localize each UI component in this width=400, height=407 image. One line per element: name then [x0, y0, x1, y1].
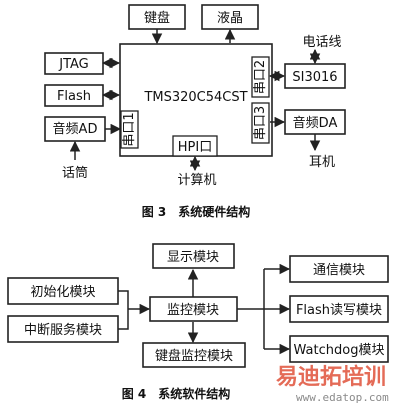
flash-rw-module: [289, 295, 389, 323]
dsp-label: TMS320C54CST: [143, 90, 247, 105]
watermark-logo: 易迪拓培训: [276, 364, 386, 390]
software-diagram: 显示模块 初始化模块 中断服务模块 监控模块 键盘监控模块 通信模块 Flash…: [7, 243, 389, 401]
display-module: [152, 243, 235, 269]
comm-module: [289, 255, 389, 283]
watermark: 易迪拓培训 www.edatop.com: [276, 364, 389, 404]
interrupt-module: [7, 315, 119, 343]
earphone-label: 耳机: [309, 155, 335, 170]
monitor-module: [149, 296, 238, 322]
flash-rw-label: Flash读写模块: [296, 303, 382, 318]
kbd-monitor-module: [142, 342, 246, 368]
lcd-label: 液晶: [217, 11, 243, 26]
keyboard-label: 键盘: [144, 10, 170, 26]
jtag-label: JTAG: [58, 57, 89, 72]
serial2-label: 串口2: [253, 60, 268, 94]
computer-label: 计算机: [177, 173, 216, 188]
flash-label: Flash: [57, 89, 91, 104]
figure4-caption: 图 4 系统软件结构: [122, 386, 231, 401]
hpi-label: HPI口: [178, 140, 212, 155]
serial3-port: [251, 102, 270, 144]
hardware-diagram: TMS320C54CST 键盘 液晶 JTAG Flash 串口1 音频AD 话…: [44, 4, 346, 219]
serial3-label: 串口3: [253, 106, 268, 140]
comm-label: 通信模块: [313, 263, 365, 278]
left-join-line: [118, 290, 129, 330]
audio-da-label: 音频DA: [293, 115, 338, 131]
si3016-label: SI3016: [292, 70, 337, 85]
phone-line-label: 电话线: [302, 35, 341, 50]
si3016-block: [284, 63, 346, 89]
watchdog-module: [289, 335, 389, 363]
interrupt-label: 中断服务模块: [24, 322, 102, 338]
watermark-url: www.edatop.com: [296, 391, 389, 404]
audio-ad-label: 音频AD: [53, 121, 98, 137]
serial1-label: 串口1: [122, 112, 137, 146]
watchdog-label: Watchdog模块: [294, 343, 385, 358]
microphone-label: 话筒: [62, 165, 88, 181]
monitor-label: 监控模块: [167, 303, 219, 318]
init-label: 初始化模块: [30, 285, 95, 300]
kbd-monitor-label: 键盘监控模块: [155, 348, 233, 364]
display-label: 显示模块: [167, 250, 219, 265]
audio-da-block: [284, 109, 346, 135]
figure3-caption: 图 3 系统硬件结构: [142, 204, 251, 219]
